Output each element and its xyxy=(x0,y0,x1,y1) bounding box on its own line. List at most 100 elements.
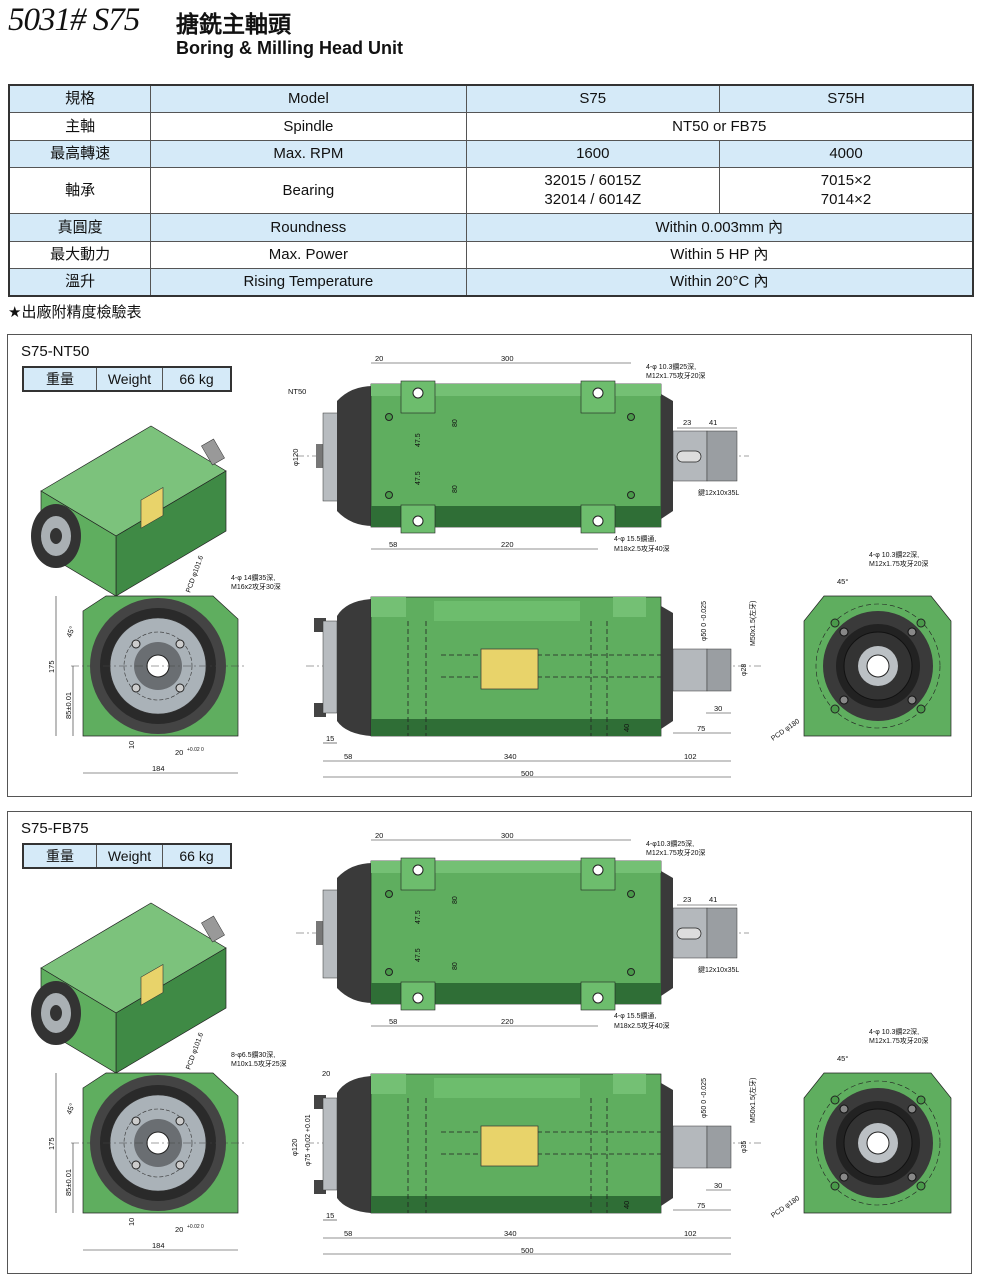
dim-85: 85±0.01 xyxy=(64,692,73,719)
hole-note-2: M12x1.75攻牙20深 xyxy=(869,559,929,568)
dim-75: 75 xyxy=(697,724,705,733)
hole-note-top-1: 4-φ 10.3鑽25深, xyxy=(646,362,696,371)
dim-58: 58 xyxy=(344,1229,352,1238)
spec-label-zh: 軸承 xyxy=(8,166,152,214)
dim-10: 10 xyxy=(127,741,136,749)
dim-10: 10 xyxy=(127,1218,136,1226)
spec-value: Within 0.003mm 內 xyxy=(465,212,974,242)
spec-row-rpm: 最高轉速 Max. RPM 1600 4000 xyxy=(8,139,974,168)
spec-header-en: Model xyxy=(150,84,467,113)
nameplate xyxy=(480,1125,539,1167)
spec-row-roundness: 真圓度 Roundness Within 0.003mm 內 xyxy=(8,212,974,242)
pcd-label: PCD φ180 xyxy=(770,718,801,743)
dim-tolerance: +0.02 0 xyxy=(187,747,204,753)
end-view: 4-φ 10.3鑽22深, M12x1.75攻牙20深 45° PCD φ180 xyxy=(770,550,952,743)
nt50-label: NT50 xyxy=(288,387,306,396)
hole-note-bottom-2: M18x2.5攻牙40深 xyxy=(614,544,670,553)
spec-label-en: Spindle xyxy=(150,111,467,141)
dim-58: 58 xyxy=(389,1017,397,1026)
dim-500: 500 xyxy=(521,769,534,778)
dim-300: 300 xyxy=(501,354,514,363)
bearing-1: 32015 / 6015Z xyxy=(544,172,642,189)
hole-note-bottom-1: 4-φ 15.5鑽通, xyxy=(614,1011,656,1020)
front-view: 175 85±0.01 45° 10 20 +0.02 0 184 PCD φ1… xyxy=(47,1032,287,1251)
thread-m50: M50x1.5(左牙) xyxy=(748,1077,757,1123)
spec-table: 規格 Model S75 S75H 主軸 Spindle NT50 or FB7… xyxy=(8,84,974,297)
dim-102: 102 xyxy=(684,752,697,761)
dim-41: 41 xyxy=(709,418,717,427)
dim-phi50: φ50 0 -0.025 xyxy=(701,601,708,641)
dim-175: 175 xyxy=(47,1137,56,1150)
hole-note-2: M16x2攻牙30深 xyxy=(231,582,281,591)
bearing-2: 32014 / 6014Z xyxy=(544,191,642,208)
top-view: 20 300 23 41 58 220 47.5 47.5 80 80 4-φ1… xyxy=(296,831,749,1030)
spec-row-temperature: 溫升 Rising Temperature Within 20°C 內 xyxy=(8,267,974,297)
dim-184: 184 xyxy=(152,764,165,773)
spec-label-en: Bearing xyxy=(150,166,467,214)
dim-phi50: φ50 0 -0.025 xyxy=(701,1078,708,1118)
spec-header-row: 規格 Model S75 S75H xyxy=(8,84,974,113)
dim-220: 220 xyxy=(501,1017,514,1026)
top-view: 20 300 23 41 58 220 NT50 φ120 47.5 47.5 … xyxy=(288,354,749,553)
dim-80-b: 80 xyxy=(452,485,459,493)
hole-note-top-2: M12x1.75攻牙20深 xyxy=(646,371,706,380)
bearing-1: 7015×2 xyxy=(820,172,872,189)
hole-note-1: 4-φ 10.3鑽22深, xyxy=(869,550,919,559)
spec-row-bearing: 軸承 Bearing 32015 / 6015Z 32014 / 6014Z 70… xyxy=(8,166,974,214)
dim-40: 40 xyxy=(622,1201,631,1209)
dim-angle-45: 45° xyxy=(837,1054,848,1063)
bearing-2: 7014×2 xyxy=(820,191,872,208)
dim-15: 15 xyxy=(326,1211,334,1220)
dim-75: 75 xyxy=(697,1201,705,1210)
hole-note-bottom-1: 4-φ 15.5鑽通, xyxy=(614,534,656,543)
dim-47-5-a: 47.5 xyxy=(415,433,422,447)
dim-20: 20 xyxy=(175,748,183,757)
dim-15: 15 xyxy=(326,734,334,743)
key-note: 鍵12x10x35L xyxy=(698,488,739,497)
dim-340: 340 xyxy=(504,752,517,761)
hole-note-2: M10x1.5攻牙25深 xyxy=(231,1059,287,1068)
dim-23: 23 xyxy=(683,418,691,427)
spec-label-zh: 最大動力 xyxy=(8,240,152,269)
dim-47-5-a: 47.5 xyxy=(415,910,422,924)
dim-angle-45: 45° xyxy=(64,625,76,639)
spec-header-s75h: S75H xyxy=(719,84,974,113)
dim-220: 220 xyxy=(501,540,514,549)
isometric-view xyxy=(31,425,227,597)
pcd-label: PCD φ101.6 xyxy=(185,555,205,594)
hole-note-2: M12x1.75攻牙20深 xyxy=(869,1036,929,1045)
dim-30: 30 xyxy=(714,1181,722,1190)
dim-85: 85±0.01 xyxy=(64,1169,73,1196)
dim-phi75: φ75 +0.02 +0.01 xyxy=(305,1114,312,1166)
hole-note-top-1: 4-φ10.3鑽25深, xyxy=(646,839,694,848)
spec-header-s75: S75 xyxy=(465,84,721,113)
dim-angle-45: 45° xyxy=(837,577,848,586)
dim-bore: φ35 xyxy=(741,1141,748,1153)
dim-20: 20 xyxy=(175,1225,183,1234)
dim-340: 340 xyxy=(504,1229,517,1238)
dim-184: 184 xyxy=(152,1241,165,1250)
spec-row-spindle: 主軸 Spindle NT50 or FB75 xyxy=(8,111,974,141)
dim-80-a: 80 xyxy=(452,896,459,904)
spec-label-en: Rising Temperature xyxy=(150,267,467,297)
dim-phi120: φ120 xyxy=(291,449,300,466)
dim-20: 20 xyxy=(375,354,383,363)
inspection-note: ★出廠附精度檢驗表 xyxy=(8,304,142,321)
dim-58: 58 xyxy=(344,752,352,761)
dim-47-5-b: 47.5 xyxy=(415,948,422,962)
dim-47-5-b: 47.5 xyxy=(415,471,422,485)
thread-m50: M50x1.5(左牙) xyxy=(748,600,757,646)
dim-40: 40 xyxy=(622,724,631,732)
weight-label-zh: 重量 xyxy=(22,366,97,392)
dim-20: 20 xyxy=(375,831,383,840)
hole-note-bottom-2: M18x2.5攻牙40深 xyxy=(614,1021,670,1030)
front-view: 175 85±0.01 45° 10 20 +0.02 0 184 PCD φ1… xyxy=(47,555,281,774)
technical-drawing: 20 300 23 41 58 220 47.5 47.5 80 80 4-φ1… xyxy=(31,831,952,1255)
dim-102: 102 xyxy=(684,1229,697,1238)
product-title-en: Boring & Milling Head Unit xyxy=(176,38,403,58)
spec-label-zh: 最高轉速 xyxy=(8,139,152,168)
dim-angle-45: 45° xyxy=(64,1102,76,1116)
spec-label-zh: 溫升 xyxy=(8,267,152,297)
panel-s75-fb75: S75-FB75 重量 Weight 66 kg xyxy=(7,811,972,1274)
model-number: 5031# S75 xyxy=(8,2,140,38)
